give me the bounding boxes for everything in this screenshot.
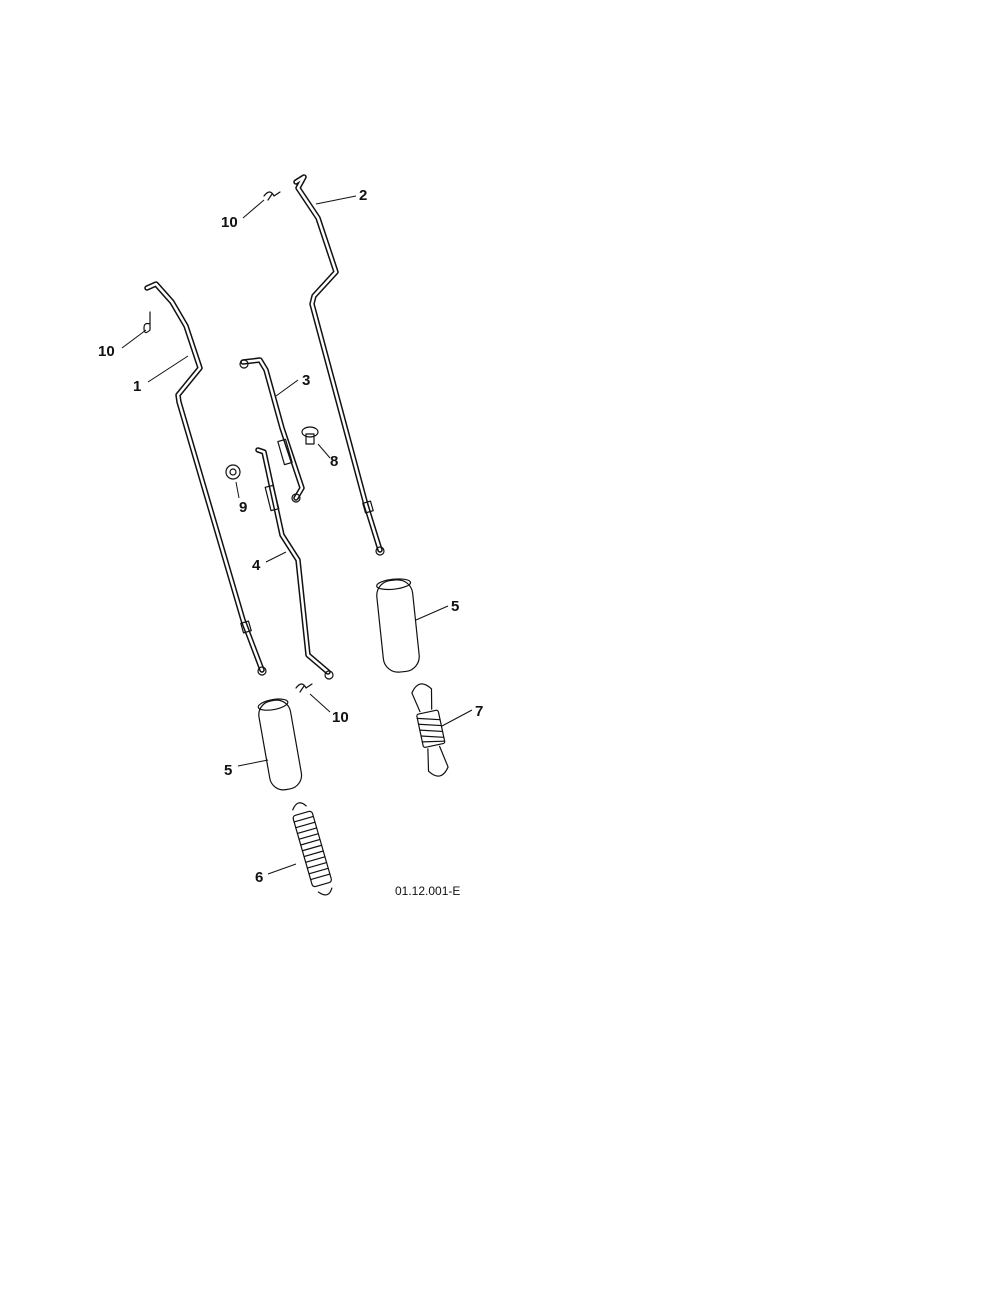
part-3-link bbox=[239, 357, 305, 503]
label-part-8: 8 bbox=[330, 453, 338, 470]
part-10c-clip bbox=[295, 683, 313, 693]
part-9-nut bbox=[225, 464, 241, 480]
part-7-spring bbox=[411, 683, 449, 777]
part-6-spring bbox=[292, 802, 333, 896]
part-10b-clip bbox=[143, 311, 151, 334]
label-part-10b: 10 bbox=[98, 343, 115, 360]
part-10a-clip bbox=[263, 191, 281, 201]
label-part-10a: 10 bbox=[221, 214, 238, 231]
part-5a-grip bbox=[257, 698, 303, 791]
leader-lines bbox=[121, 195, 473, 875]
label-part-5b: 5 bbox=[451, 598, 459, 615]
label-part-4: 4 bbox=[252, 557, 261, 574]
label-part-10c: 10 bbox=[332, 709, 349, 726]
part-1-rod bbox=[144, 281, 267, 676]
label-part-3: 3 bbox=[302, 372, 310, 389]
drawing-code: 01.12.001-E bbox=[395, 884, 460, 898]
label-part-7: 7 bbox=[475, 703, 483, 720]
label-part-6: 6 bbox=[255, 869, 263, 886]
part-5b-grip bbox=[376, 578, 420, 673]
label-part-2: 2 bbox=[359, 187, 367, 204]
part-2-rod bbox=[293, 174, 385, 556]
part-8-bolt bbox=[301, 426, 319, 445]
part-4-link bbox=[255, 447, 334, 680]
label-part-1: 1 bbox=[133, 378, 141, 395]
label-part-9: 9 bbox=[239, 499, 247, 516]
label-part-5a: 5 bbox=[224, 762, 232, 779]
